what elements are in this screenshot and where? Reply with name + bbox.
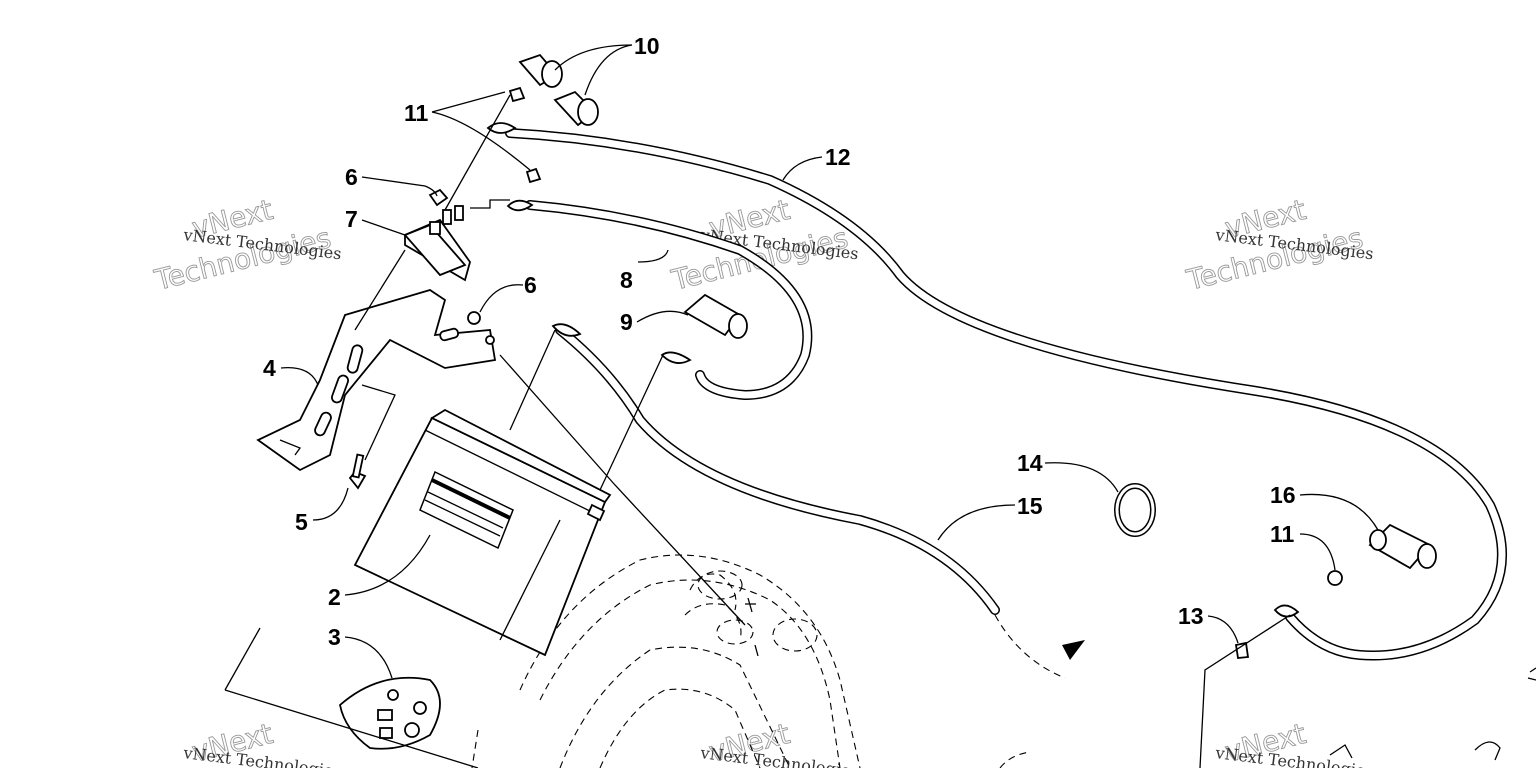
cable-8 bbox=[506, 199, 813, 401]
vehicle-body-outline bbox=[471, 554, 1031, 768]
solenoid bbox=[403, 205, 471, 282]
callout-4: 4 bbox=[263, 355, 276, 381]
callout-10: 10 bbox=[634, 33, 660, 59]
callout-11: 11 bbox=[1270, 521, 1295, 547]
terminal-boot bbox=[553, 90, 599, 127]
callout-3: 3 bbox=[328, 624, 341, 650]
callout-14: 14 bbox=[1017, 450, 1043, 476]
partial-part bbox=[1474, 741, 1501, 761]
watermark-1: vNext Technologies vNext Technologies bbox=[150, 193, 342, 298]
screw bbox=[348, 453, 367, 490]
cable-15 bbox=[551, 323, 1085, 679]
battery-bracket bbox=[256, 289, 497, 472]
partial-part bbox=[1329, 744, 1353, 759]
callout-8: 8 bbox=[620, 267, 633, 293]
partial-arrow-icon bbox=[1527, 667, 1536, 681]
washer bbox=[1234, 641, 1250, 659]
callout-13: 13 bbox=[1178, 603, 1204, 629]
callout-7: 7 bbox=[345, 206, 358, 232]
callout-6: 6 bbox=[524, 272, 537, 298]
watermark-4: vNext vNext Technologies bbox=[182, 717, 343, 768]
callout-2: 2 bbox=[328, 584, 341, 610]
nut bbox=[508, 86, 526, 103]
cable-12 bbox=[486, 122, 1507, 661]
callout-labels: 10 11 12 6 7 6 8 9 4 5 2 3 14 15 16 11 1… bbox=[263, 33, 1296, 650]
battery bbox=[353, 408, 612, 657]
watermark-5: vNext vNext Technologies bbox=[699, 717, 860, 768]
callout-5: 5 bbox=[295, 509, 308, 535]
terminal-boot bbox=[1368, 523, 1437, 570]
nut bbox=[428, 188, 449, 207]
callout-9: 9 bbox=[620, 309, 633, 335]
nut bbox=[1327, 570, 1343, 586]
callout-15: 15 bbox=[1017, 493, 1043, 519]
bolt bbox=[467, 311, 481, 325]
direction-arrow-icon bbox=[1062, 640, 1085, 660]
leader-lines bbox=[224, 44, 1379, 768]
cable-clamp bbox=[1114, 483, 1156, 537]
callout-16: 16 bbox=[1270, 482, 1296, 508]
watermark-6: vNext vNext Technologies bbox=[1214, 717, 1375, 768]
watermark-3: vNext Technologies vNext Technologies bbox=[1182, 193, 1374, 298]
callout-6: 6 bbox=[345, 164, 358, 190]
terminal-boot bbox=[518, 53, 563, 88]
hardware-kit bbox=[339, 676, 441, 750]
nut bbox=[525, 167, 542, 184]
callout-11: 11 bbox=[404, 100, 429, 126]
terminal-boot bbox=[683, 293, 748, 339]
callout-12: 12 bbox=[825, 144, 851, 170]
